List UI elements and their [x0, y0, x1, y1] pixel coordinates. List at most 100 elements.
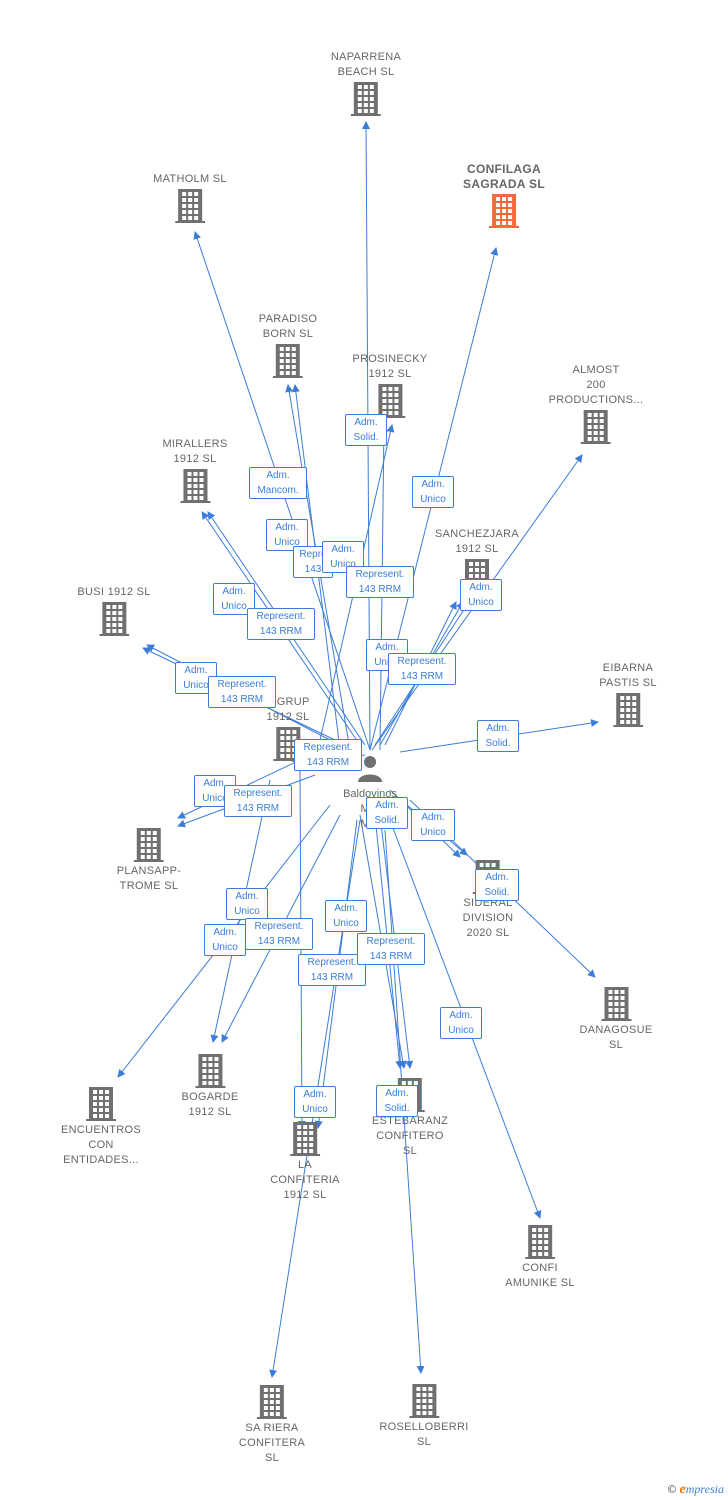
building-icon[interactable] [270, 1122, 340, 1156]
building-icon[interactable] [153, 189, 227, 223]
company-label[interactable]: MATHOLM SL [153, 172, 227, 187]
relation-badge[interactable]: Represent.143 RRM [346, 566, 414, 598]
building-icon[interactable] [599, 693, 657, 727]
relation-badge[interactable]: Adm.Unico [294, 1086, 336, 1118]
company-label-line: EIBARNA [602, 662, 654, 674]
relation-badge[interactable]: Adm.Unico [266, 519, 308, 551]
building-icon[interactable] [463, 194, 545, 228]
relation-badge[interactable]: Represent.143 RRM [245, 918, 313, 950]
copyright-symbol: © [667, 1482, 677, 1496]
person-icon [357, 756, 382, 782]
relation-text: 143 RRM [257, 936, 301, 947]
relation-text: Adm. [375, 642, 399, 653]
building-icon[interactable] [352, 384, 427, 418]
relation-text: Unico [333, 918, 359, 929]
building-icon[interactable] [549, 410, 644, 444]
building-icon[interactable] [162, 469, 227, 503]
building-icon[interactable] [77, 602, 150, 636]
relation-badge[interactable]: Represent.143 RRM [357, 933, 425, 965]
relation-badge[interactable]: Represent. 143 RRM [388, 653, 456, 685]
relation-text: Adm. [213, 927, 237, 938]
relation-text: Adm. [266, 470, 290, 481]
building-icon[interactable] [61, 1087, 141, 1121]
building-icon[interactable] [117, 828, 181, 862]
relation-badge[interactable]: Adm.Unico [440, 1007, 482, 1039]
building-icon[interactable] [379, 1384, 468, 1418]
relation-badge[interactable]: Adm.Unico [412, 476, 454, 508]
building-icon[interactable] [239, 1385, 305, 1419]
company-node-busi[interactable]: BUSI 1912 SL [77, 585, 150, 638]
company-label[interactable]: PLANSAPP-TROME SL [117, 864, 181, 894]
company-label-line: BUSI 1912 SL [77, 586, 151, 598]
company-node-plansapp[interactable]: PLANSAPP-TROME SL [117, 826, 181, 894]
relation-badge[interactable]: Adm.Mancom. [249, 467, 307, 499]
building-icon[interactable] [505, 1225, 575, 1259]
building-icon[interactable] [580, 987, 653, 1021]
relation-badge[interactable]: Adm.Solid. [477, 720, 519, 752]
company-node-matholm[interactable]: MATHOLM SL [153, 172, 227, 225]
relation-badge[interactable]: Represent.143 RRM [294, 739, 362, 771]
relation-badge[interactable]: Adm.Solid. [345, 414, 387, 446]
relation-badge[interactable]: Adm.Unico [460, 579, 502, 611]
relation-badge[interactable]: Adm.Solid. [366, 797, 408, 829]
relation-badge[interactable]: Represent.143 RRM [298, 954, 366, 986]
building-icon[interactable] [181, 1054, 238, 1088]
relation-text: Adm. [331, 544, 355, 555]
company-label[interactable]: BUSI 1912 SL [77, 585, 150, 600]
relation-text: Solid. [484, 887, 510, 898]
relation-badge[interactable]: Adm.Unico [411, 809, 455, 841]
relation-badge[interactable]: Adm.Solid. [475, 869, 519, 901]
company-label-line: PRODUCTIONS... [548, 394, 644, 406]
relation-text: Unico [420, 827, 446, 838]
brand-logo-text: mpresia [685, 1482, 724, 1496]
relation-text: Adm. [354, 417, 378, 428]
relation-badge[interactable]: Adm.Unico [226, 888, 268, 920]
relation-text: Unico [212, 942, 238, 953]
relation-badge[interactable]: Represent.143 RRM [224, 785, 292, 817]
relation-badge[interactable]: Represent.143 RRM [247, 608, 315, 640]
relation-text: Represent. [397, 656, 447, 667]
relation-text: 143 RRM [400, 671, 444, 682]
relation-badge[interactable]: Represent.143 RRM [208, 676, 276, 708]
relation-badge[interactable]: Adm.Unico [325, 900, 367, 932]
building-icon[interactable] [331, 82, 401, 116]
relation-badge[interactable]: Adm. Unico [204, 924, 246, 956]
company-label-line: NAPARRENA [330, 51, 402, 63]
relation-badge[interactable]: Adm.Solid. [376, 1085, 418, 1117]
building-icon[interactable] [259, 344, 317, 378]
relation-text: Adm. [275, 522, 299, 533]
